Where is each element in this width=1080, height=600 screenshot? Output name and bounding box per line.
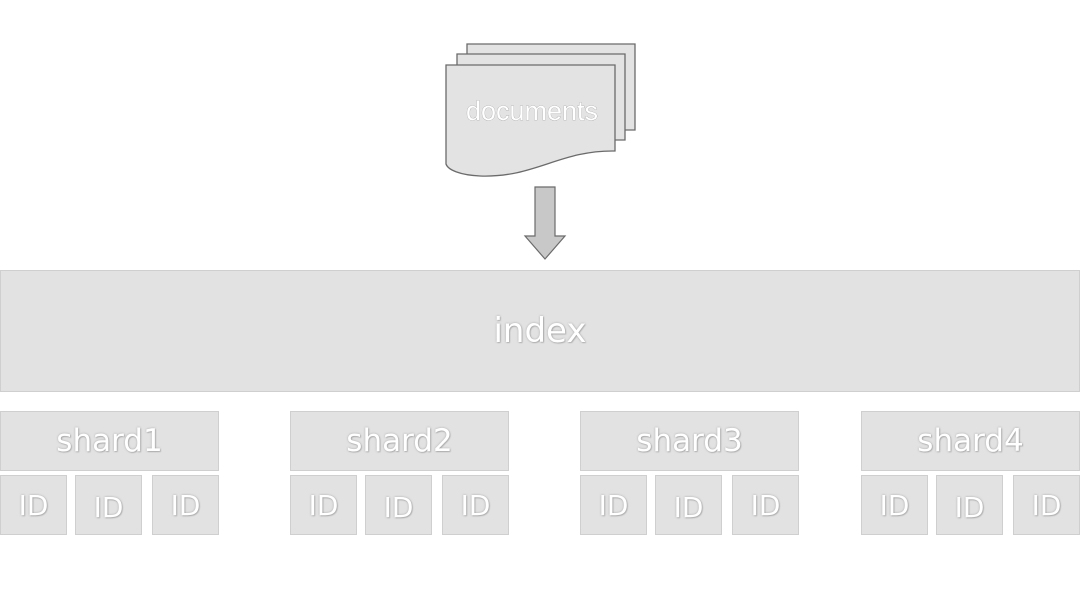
- id-box: ID: [365, 475, 432, 535]
- shard-box: shard3: [580, 411, 799, 471]
- id-label: ID: [1031, 488, 1062, 522]
- id-box: ID: [290, 475, 357, 535]
- id-label: ID: [673, 491, 704, 524]
- id-label: ID: [598, 488, 629, 522]
- down-arrow-icon: [523, 186, 567, 260]
- shard-group-1: shard1 ID ID ID: [0, 411, 220, 535]
- shard-group-4: shard4 ID ID ID: [861, 411, 1080, 535]
- id-label: ID: [383, 491, 414, 524]
- shard-box: shard4: [861, 411, 1080, 471]
- shard-label: shard3: [636, 423, 743, 459]
- id-label: ID: [18, 488, 49, 522]
- id-box: ID: [861, 475, 928, 535]
- index-box: index: [0, 270, 1080, 392]
- id-box: ID: [580, 475, 647, 535]
- id-box: ID: [732, 475, 799, 535]
- id-label: ID: [460, 488, 491, 522]
- shard-label: shard4: [917, 423, 1024, 459]
- id-box: ID: [936, 475, 1003, 535]
- shard-label: shard1: [56, 423, 163, 459]
- id-box: ID: [152, 475, 219, 535]
- id-label: ID: [879, 488, 910, 522]
- documents-label: documents: [466, 96, 598, 126]
- id-label: ID: [954, 491, 985, 524]
- id-box: ID: [1013, 475, 1080, 535]
- documents-icon: documents: [445, 43, 636, 177]
- index-label: index: [493, 311, 587, 351]
- shard-label: shard2: [346, 423, 453, 459]
- id-box: ID: [75, 475, 142, 535]
- id-label: ID: [93, 491, 124, 524]
- id-label: ID: [170, 488, 201, 522]
- shard-group-2: shard2 ID ID ID: [290, 411, 510, 535]
- shard-box: shard2: [290, 411, 509, 471]
- shard-box: shard1: [0, 411, 219, 471]
- shard-group-3: shard3 ID ID ID: [580, 411, 800, 535]
- id-label: ID: [308, 488, 339, 522]
- id-box: ID: [442, 475, 509, 535]
- id-label: ID: [750, 488, 781, 522]
- id-box: ID: [0, 475, 67, 535]
- id-box: ID: [655, 475, 722, 535]
